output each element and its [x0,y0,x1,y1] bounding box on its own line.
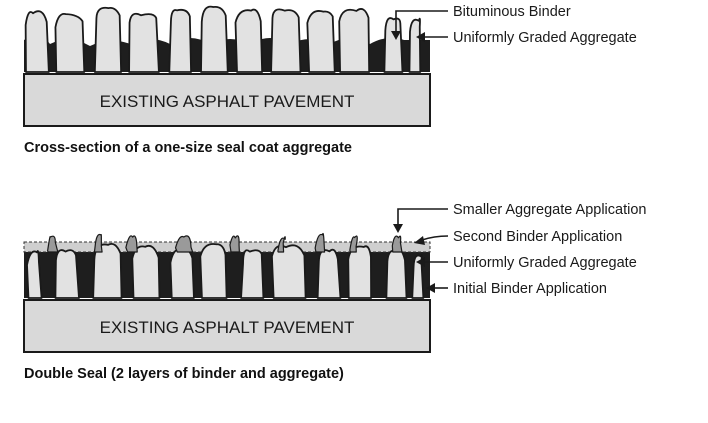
aggregate-stone [54,249,80,299]
caption: Double Seal (2 layers of binder and aggr… [24,366,344,382]
small-aggregate-stone [93,233,103,253]
aggregate-stone [200,5,229,73]
aggregate-stone [24,10,50,73]
double-seal-cross-section: EXISTING ASPHALT PAVEMENT Smaller Aggreg… [23,202,646,382]
small-aggregate-stone [47,235,59,253]
small-aggregate-stone [349,235,358,253]
callout-label: Initial Binder Application [453,281,607,297]
existing-pavement-block [23,299,431,353]
callout-initial-binder-application: Initial Binder Application [426,281,607,297]
aggregate-stone [408,17,422,73]
aggregate-stone [347,245,373,299]
small-aggregate-stone [391,235,403,253]
callout-uniformly-graded-aggregate: Uniformly Graded Aggregate [416,30,637,46]
callout-label: Uniformly Graded Aggregate [453,30,637,46]
callout-label: Bituminous Binder [453,4,571,20]
aggregate-stone [169,248,195,299]
second-binder-layer [23,241,431,253]
aggregate-stone [26,250,43,299]
callout-uniformly-graded-aggregate: Uniformly Graded Aggregate [416,255,637,271]
small-aggregate-stone [314,232,326,253]
aggregate-stone [338,8,371,73]
aggregate-stone [383,17,404,73]
leader-line [421,235,449,241]
callout-label: Second Binder Application [453,229,622,245]
aggregate-stone [54,12,86,73]
callout-smaller-aggregate-application: Smaller Aggregate Application [393,202,646,233]
pavement-label: EXISTING ASPHALT PAVEMENT [100,92,355,111]
aggregate-stone [385,249,408,299]
small-aggregate-stone [229,235,240,253]
aggregate-stone [316,248,342,299]
arrowhead [391,31,401,40]
arrowhead [414,236,425,245]
existing-pavement-block [23,73,431,127]
small-aggregate-stone [125,235,138,253]
aggregate-stone [199,243,228,299]
aggregate-stone [270,8,302,73]
aggregate-stone [234,8,264,73]
aggregate-stone [128,12,160,73]
callout-second-binder-application: Second Binder Application [414,229,622,245]
arrowhead [416,32,425,42]
aggregate-stone [92,242,123,299]
single-seal-cross-section: EXISTING ASPHALT PAVEMENT Bituminous Bin… [23,4,637,156]
leader-line [395,10,448,33]
callout-label: Uniformly Graded Aggregate [453,255,637,271]
small-aggregate-stone [174,235,194,253]
pavement-label: EXISTING ASPHALT PAVEMENT [100,318,355,337]
aggregate-stone [306,10,336,73]
smaller-aggregate [47,232,403,253]
callout-label: Smaller Aggregate Application [453,202,646,218]
aggregate-stone [271,244,307,299]
aggregate-stone [240,249,265,299]
arrowhead [416,257,425,267]
callout-bituminous-binder: Bituminous Binder [391,4,571,40]
aggregate-stone [168,8,192,73]
uniformly-graded-aggregate [24,5,422,73]
small-aggregate-stone [277,236,286,253]
uniformly-graded-aggregate [26,242,425,299]
leader-line [397,208,448,226]
caption: Cross-section of a one-size seal coat ag… [24,140,352,156]
arrowhead [393,224,403,233]
arrowhead [426,283,435,293]
aggregate-stone [131,244,161,299]
aggregate-stone [93,6,123,73]
